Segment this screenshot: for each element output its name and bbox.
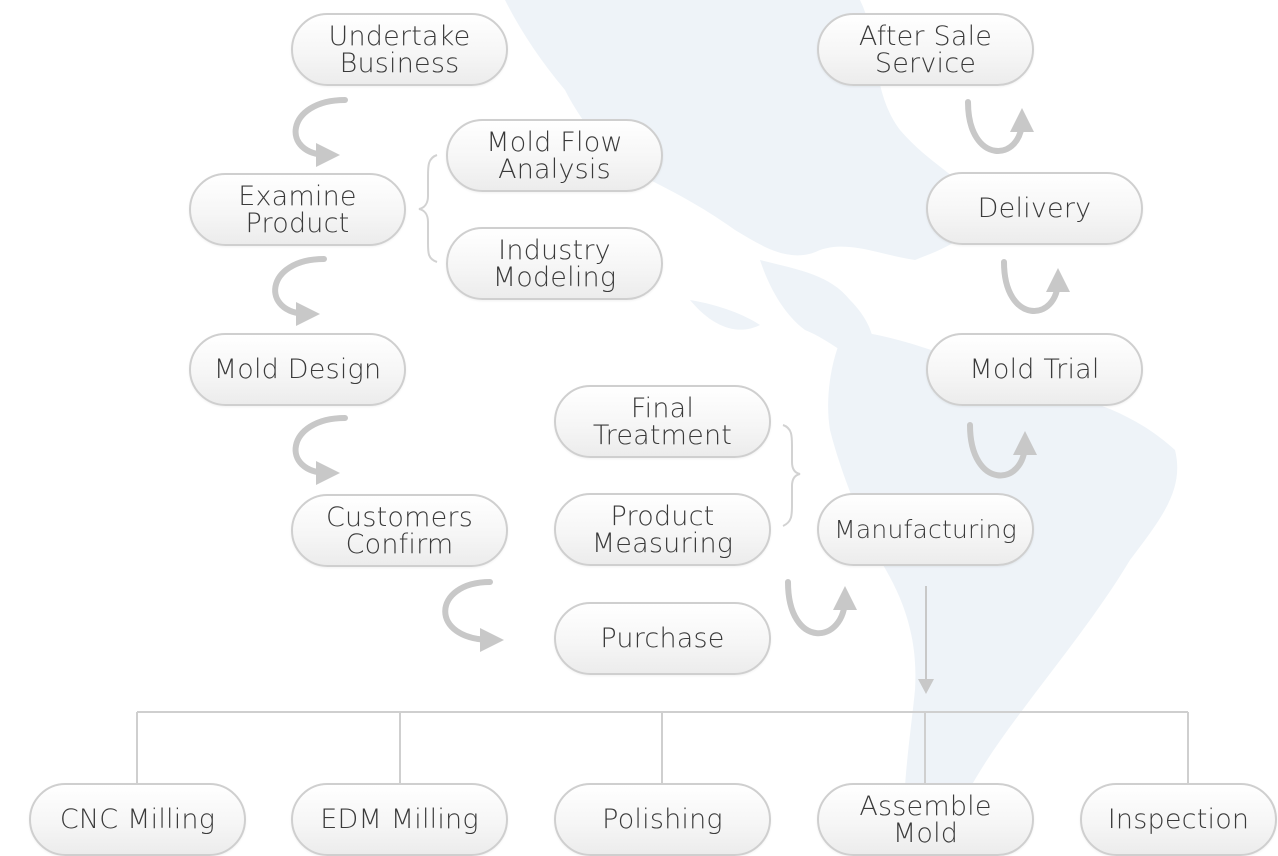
curved-arrow-icon (967, 422, 1037, 479)
substep-assemble-mold: Assemble Mold (817, 783, 1034, 856)
step-product-measuring: Product Measuring (554, 493, 771, 566)
step-label: Manufacturing (834, 515, 1017, 544)
down-arrow-head (918, 679, 934, 694)
step-examine-product: Examine Product (189, 173, 406, 246)
substep-inspection: Inspection (1080, 783, 1277, 856)
step-label: Mold Flow Analysis (486, 126, 623, 185)
step-purchase: Purchase (554, 602, 771, 675)
curved-arrow-icon (442, 579, 504, 652)
substep-cnc-milling: CNC Milling (29, 783, 246, 856)
step-after-sale-service: After Sale Service (817, 13, 1034, 86)
step-industry-modeling: Industry Modeling (446, 227, 663, 300)
step-final-treatment: Final Treatment (554, 385, 771, 458)
step-label: Undertake Business (328, 20, 471, 79)
step-label: Examine Product (238, 180, 357, 239)
curved-arrow-icon (292, 415, 348, 485)
step-manufacturing: Manufacturing (817, 493, 1034, 566)
step-label: Final Treatment (592, 392, 733, 451)
step-label: After Sale Service (858, 20, 993, 79)
brace-icon (782, 424, 801, 527)
step-label: Purchase (600, 623, 725, 654)
step-mold-trial: Mold Trial (926, 333, 1143, 406)
curved-arrow-icon (272, 256, 327, 326)
substep-label: Polishing (602, 804, 723, 835)
step-label: Industry Modeling (492, 234, 617, 293)
step-undertake-business: Undertake Business (291, 13, 508, 86)
curved-arrow-icon (965, 99, 1034, 154)
step-mold-flow-analysis: Mold Flow Analysis (446, 119, 663, 192)
curved-arrow-icon (292, 97, 348, 167)
curved-arrow-icon (1001, 259, 1070, 314)
substep-label: EDM Milling (320, 804, 479, 835)
substep-polishing: Polishing (554, 783, 771, 856)
step-delivery: Delivery (926, 172, 1143, 245)
step-mold-design: Mold Design (189, 333, 406, 406)
step-label: Product Measuring (591, 500, 734, 559)
step-label: Customers Confirm (325, 501, 474, 560)
substep-label: CNC Milling (59, 804, 216, 835)
branch-tree (136, 711, 1189, 783)
substep-edm-milling: EDM Milling (291, 783, 508, 856)
step-label: Delivery (977, 193, 1092, 224)
substep-label: Assemble Mold (859, 790, 992, 849)
step-label: Mold Design (213, 354, 382, 385)
curved-arrow-icon (785, 579, 857, 637)
step-customers-confirm: Customers Confirm (291, 494, 508, 567)
brace-icon (418, 154, 438, 263)
substep-label: Inspection (1107, 804, 1250, 835)
step-label: Mold Trial (969, 354, 1100, 385)
